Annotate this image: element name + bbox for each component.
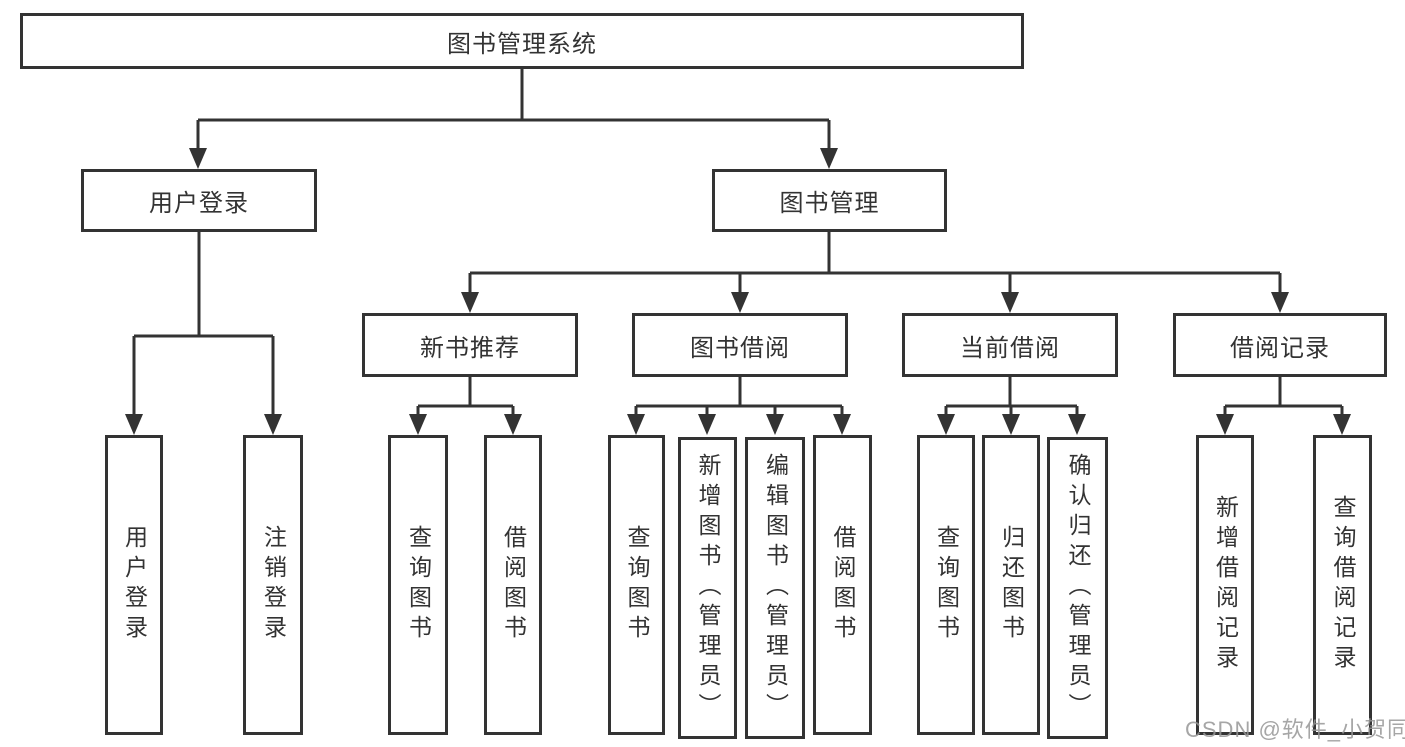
node-book-management: 图书管理 — [712, 169, 947, 232]
leaf-confirm-return-admin: 确认归还（管理员） — [1047, 437, 1108, 739]
leaf-logout: 注销登录 — [243, 435, 303, 735]
leaf-query-borrow-record: 查询借阅记录 — [1313, 435, 1372, 735]
node-borrow-records: 借阅记录 — [1173, 313, 1387, 377]
leaf-query-books-borrow: 查询图书 — [608, 435, 665, 735]
node-new-book-recommend: 新书推荐 — [362, 313, 578, 377]
leaf-return-book: 归还图书 — [982, 435, 1040, 735]
leaf-user-login: 用户登录 — [105, 435, 163, 735]
arrow-down-icon — [125, 148, 1351, 435]
leaf-add-borrow-record: 新增借阅记录 — [1196, 435, 1254, 735]
leaf-add-book-admin: 新增图书（管理员） — [678, 437, 737, 739]
leaf-borrow-books-recommend: 借阅图书 — [484, 435, 542, 735]
tree-edges — [132, 69, 1344, 416]
leaf-query-books-recommend: 查询图书 — [388, 435, 448, 735]
node-book-borrow: 图书借阅 — [632, 313, 848, 377]
node-user-login: 用户登录 — [81, 169, 317, 232]
watermark: CSDN @软件_小贺同学 — [1185, 717, 1405, 742]
node-current-borrow: 当前借阅 — [902, 313, 1118, 377]
leaf-borrow-books: 借阅图书 — [813, 435, 872, 735]
leaf-edit-book-admin: 编辑图书（管理员） — [745, 437, 805, 739]
node-root: 图书管理系统 — [20, 13, 1024, 69]
leaf-query-books-current: 查询图书 — [917, 435, 975, 735]
